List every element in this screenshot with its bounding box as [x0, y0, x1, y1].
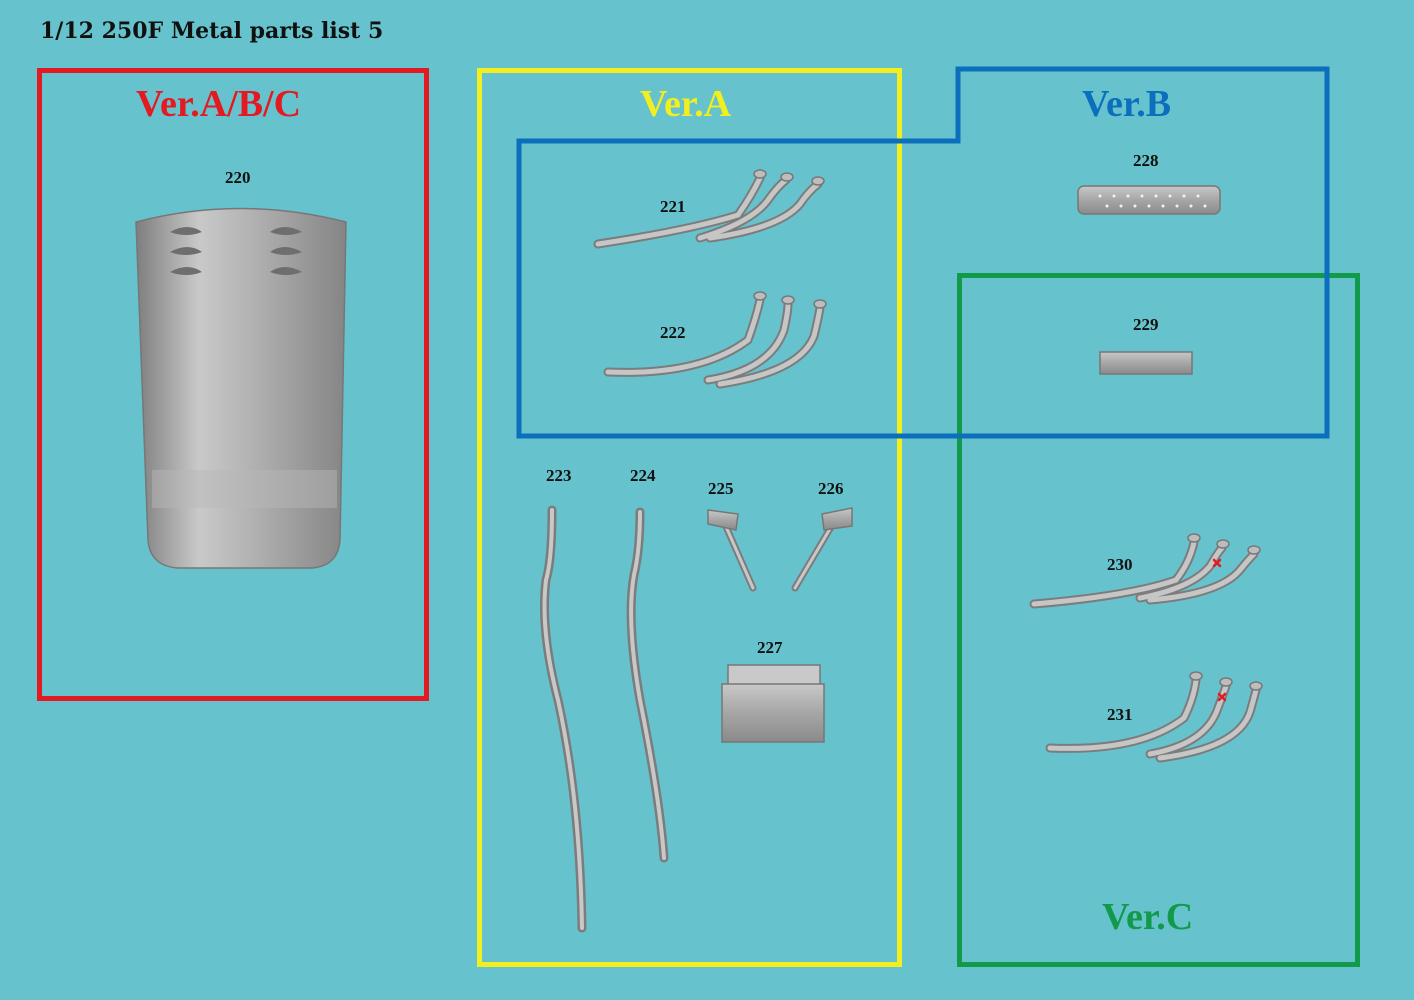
part-230-exhaust [1029, 533, 1261, 609]
ver-b-heading: Ver.B [1082, 83, 1172, 125]
ver-a-heading: Ver.A [640, 83, 732, 125]
part-number-227: 227 [757, 638, 783, 657]
part-227-block [721, 664, 825, 743]
part-222-exhaust [603, 291, 827, 389]
ver-abc-frame [37, 68, 429, 701]
part-number-229: 229 [1133, 315, 1159, 334]
part-number-220: 220 [225, 168, 251, 187]
part-224-rod [626, 507, 669, 863]
ver-abc-heading: Ver.A/B/C [136, 83, 302, 125]
part-number-228: 228 [1133, 151, 1159, 170]
part-number-225: 225 [708, 479, 734, 498]
part-225-stay [707, 509, 757, 592]
part-number-231: 231 [1107, 705, 1133, 724]
ver-b-frame [516, 66, 1330, 439]
part-number-224: 224 [630, 466, 656, 485]
part-221-exhaust [593, 169, 825, 249]
ver-a-frame [477, 68, 902, 967]
part-229-plate [1099, 351, 1193, 375]
part-number-221: 221 [660, 197, 686, 216]
part-223-rod [540, 505, 587, 933]
part-number-222: 222 [660, 323, 686, 342]
part-number-230: 230 [1107, 555, 1133, 574]
part-number-223: 223 [546, 466, 572, 485]
ver-c-frame [957, 273, 1360, 967]
ver-c-heading: Ver.C [1102, 896, 1194, 938]
part-231-exhaust [1045, 671, 1263, 763]
part-number-226: 226 [818, 479, 844, 498]
part-226-stay [791, 507, 853, 592]
page-title: 1/12 250F Metal parts list 5 [40, 18, 384, 44]
part-220-cowl [135, 207, 347, 569]
part-228-perforated-tube [1077, 185, 1221, 215]
